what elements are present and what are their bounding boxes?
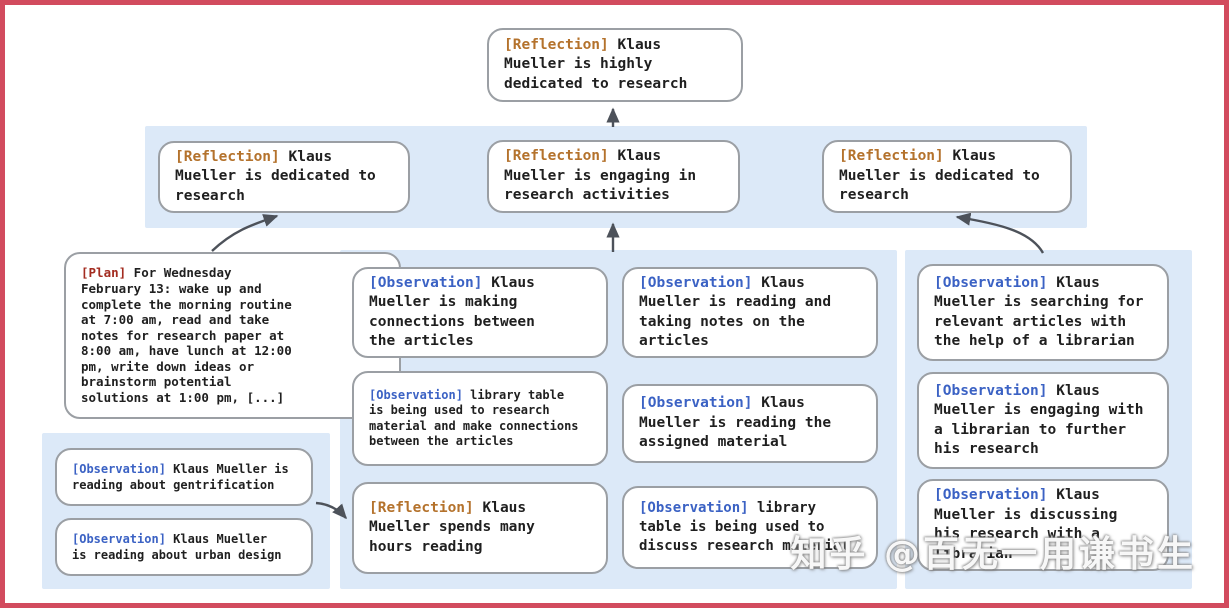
- memory-node-obs-library-research: [Observation]library table is being used…: [352, 371, 608, 466]
- watermark: 知乎 @百无一用谦书生: [790, 534, 1196, 575]
- observation-type-label: [Observation]: [934, 274, 1048, 291]
- memory-node-reflection-left: [Reflection]Klaus Mueller is dedicated t…: [158, 141, 410, 213]
- node-text: library table is being used to discuss r…: [639, 500, 850, 554]
- reflection-type-label: [Reflection]: [504, 148, 609, 165]
- reflection-type-label: [Reflection]: [839, 148, 944, 165]
- observation-type-label: [Observation]: [72, 532, 166, 546]
- memory-node-obs-engaging-librarian: [Observation]Klaus Mueller is engaging w…: [917, 372, 1169, 469]
- memory-node-root-reflection: [Reflection]Klaus Mueller is highly dedi…: [487, 28, 743, 102]
- memory-node-obs-library-discuss: [Observation]library table is being used…: [622, 486, 878, 569]
- memory-node-reflection-right: [Reflection]Klaus Mueller is dedicated t…: [822, 140, 1072, 213]
- reflection-type-label: [Reflection]: [175, 148, 280, 165]
- memory-node-obs-urban-design: [Observation]Klaus Mueller is reading ab…: [55, 518, 313, 576]
- memory-node-plan: [Plan]For Wednesday February 13: wake up…: [64, 252, 401, 419]
- memory-node-obs-assigned-material: [Observation]Klaus Mueller is reading th…: [622, 384, 878, 463]
- memory-node-reflection-mid: [Reflection]Klaus Mueller is engaging in…: [487, 140, 740, 213]
- node-text: Klaus Mueller is making connections betw…: [369, 274, 535, 350]
- observation-type-label: [Observation]: [369, 274, 483, 291]
- node-text: Klaus Mueller is searching for relevant …: [934, 274, 1144, 350]
- observation-type-label: [Observation]: [369, 387, 463, 402]
- observation-type-label: [Observation]: [934, 487, 1048, 503]
- node-text: Klaus Mueller is reading about gentrific…: [72, 462, 289, 492]
- node-text: Klaus Mueller is highly dedicated to res…: [504, 36, 688, 92]
- node-text: Klaus Mueller is engaging in research ac…: [504, 148, 697, 204]
- observation-type-label: [Observation]: [72, 462, 166, 476]
- observation-type-label: [Observation]: [934, 382, 1048, 399]
- memory-node-reflection-hours: [Reflection]Klaus Mueller spends many ho…: [352, 482, 608, 574]
- memory-node-obs-connections: [Observation]Klaus Mueller is making con…: [352, 267, 608, 358]
- node-text: Klaus Mueller is dedicated to research: [175, 148, 376, 204]
- node-text: library table is being used to research …: [369, 387, 579, 449]
- node-text: Klaus Mueller is reading and taking note…: [639, 274, 832, 350]
- reflection-type-label: [Reflection]: [369, 499, 474, 516]
- memory-node-obs-taking-notes: [Observation]Klaus Mueller is reading an…: [622, 267, 878, 358]
- memory-node-obs-discussing-research: [Observation]Klaus Mueller is discussing…: [917, 479, 1169, 571]
- plan-type-label: [Plan]: [81, 265, 127, 281]
- node-text: Klaus Mueller spends many hours reading: [369, 499, 535, 555]
- observation-type-label: [Observation]: [639, 500, 749, 516]
- memory-node-obs-gentrification: [Observation]Klaus Mueller is reading ab…: [55, 448, 313, 506]
- node-text: For Wednesday February 13: wake up and c…: [81, 265, 292, 406]
- observation-type-label: [Observation]: [639, 274, 753, 291]
- node-text: Klaus Mueller is reading about urban des…: [72, 532, 282, 562]
- memory-node-obs-searching-articles: [Observation]Klaus Mueller is searching …: [917, 264, 1169, 361]
- node-text: Klaus Mueller is dedicated to research: [839, 148, 1040, 204]
- node-text: Klaus Mueller is engaging with a librari…: [934, 382, 1144, 458]
- node-text: Klaus Mueller is reading the assigned ma…: [639, 395, 832, 451]
- observation-type-label: [Observation]: [639, 395, 753, 412]
- node-text: Klaus Mueller is discussing his research…: [934, 487, 1118, 562]
- reflection-type-label: [Reflection]: [504, 36, 609, 53]
